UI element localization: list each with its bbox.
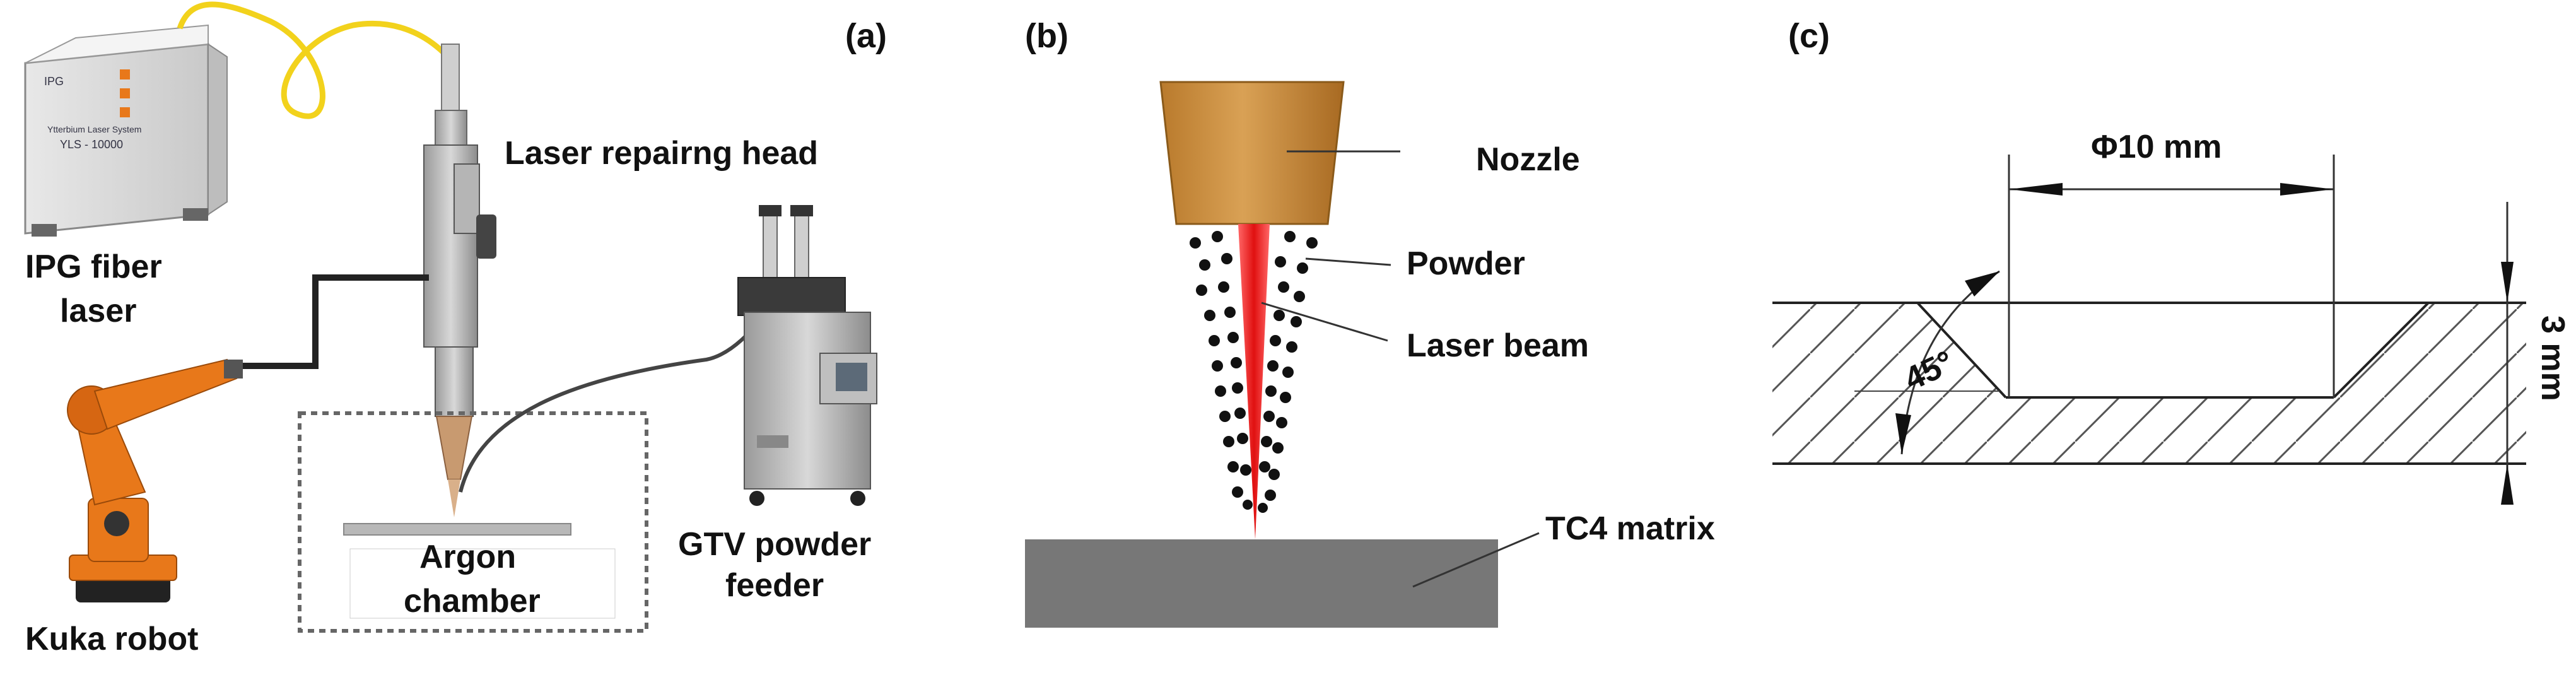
- label-laser-beam: Laser beam: [1407, 327, 1589, 364]
- label-powder-feeder-line1: GTV powder: [678, 526, 871, 563]
- robot-cable: [243, 278, 429, 366]
- label-fiber-laser-line1: IPG fiber: [25, 249, 162, 285]
- label-laser-head: Laser repairng head: [505, 135, 818, 172]
- panel-a: (a) IPG Ytterbium Laser System YLS - 100…: [25, 4, 887, 657]
- laser-model-text-1: Ytterbium Laser System: [47, 124, 141, 134]
- powder-leader: [1306, 259, 1391, 265]
- label-tc4-matrix: TC4 matrix: [1545, 510, 1715, 547]
- panel-b-letter: (b): [1025, 17, 1068, 55]
- panel-a-letter: (a): [845, 17, 887, 55]
- label-kuka-robot: Kuka robot: [25, 621, 198, 657]
- plate-section: [1772, 303, 2526, 464]
- panel-c-letter: (c): [1788, 17, 1830, 55]
- kuka-robot: [67, 360, 243, 602]
- laser-model-text-2: YLS - 10000: [60, 138, 123, 151]
- powder-feeder-unit: [738, 205, 877, 506]
- panel-c: (c) Φ10 mm 3 mm 45°: [1772, 17, 2571, 505]
- powder-feed-tube: [460, 309, 770, 492]
- nozzle: [1161, 82, 1344, 224]
- label-nozzle: Nozzle: [1476, 141, 1580, 178]
- label-diameter: Φ10 mm: [2091, 129, 2222, 165]
- fiber-laser-unit: IPG Ytterbium Laser System YLS - 10000: [25, 25, 227, 237]
- laser-brand-text: IPG: [44, 75, 64, 88]
- tc4-matrix: [1025, 539, 1498, 628]
- label-argon-chamber-line2: chamber: [404, 583, 541, 619]
- label-powder: Powder: [1407, 245, 1525, 282]
- laser-beam-leader: [1262, 303, 1388, 341]
- label-depth: 3 mm: [2534, 315, 2571, 401]
- label-argon-chamber-line1: Argon: [419, 539, 516, 575]
- label-powder-feeder-line2: feeder: [725, 567, 824, 604]
- panel-b: (b) Nozzle Powder Laser beam TC4: [1025, 17, 1715, 628]
- label-fiber-laser-line2: laser: [60, 293, 136, 329]
